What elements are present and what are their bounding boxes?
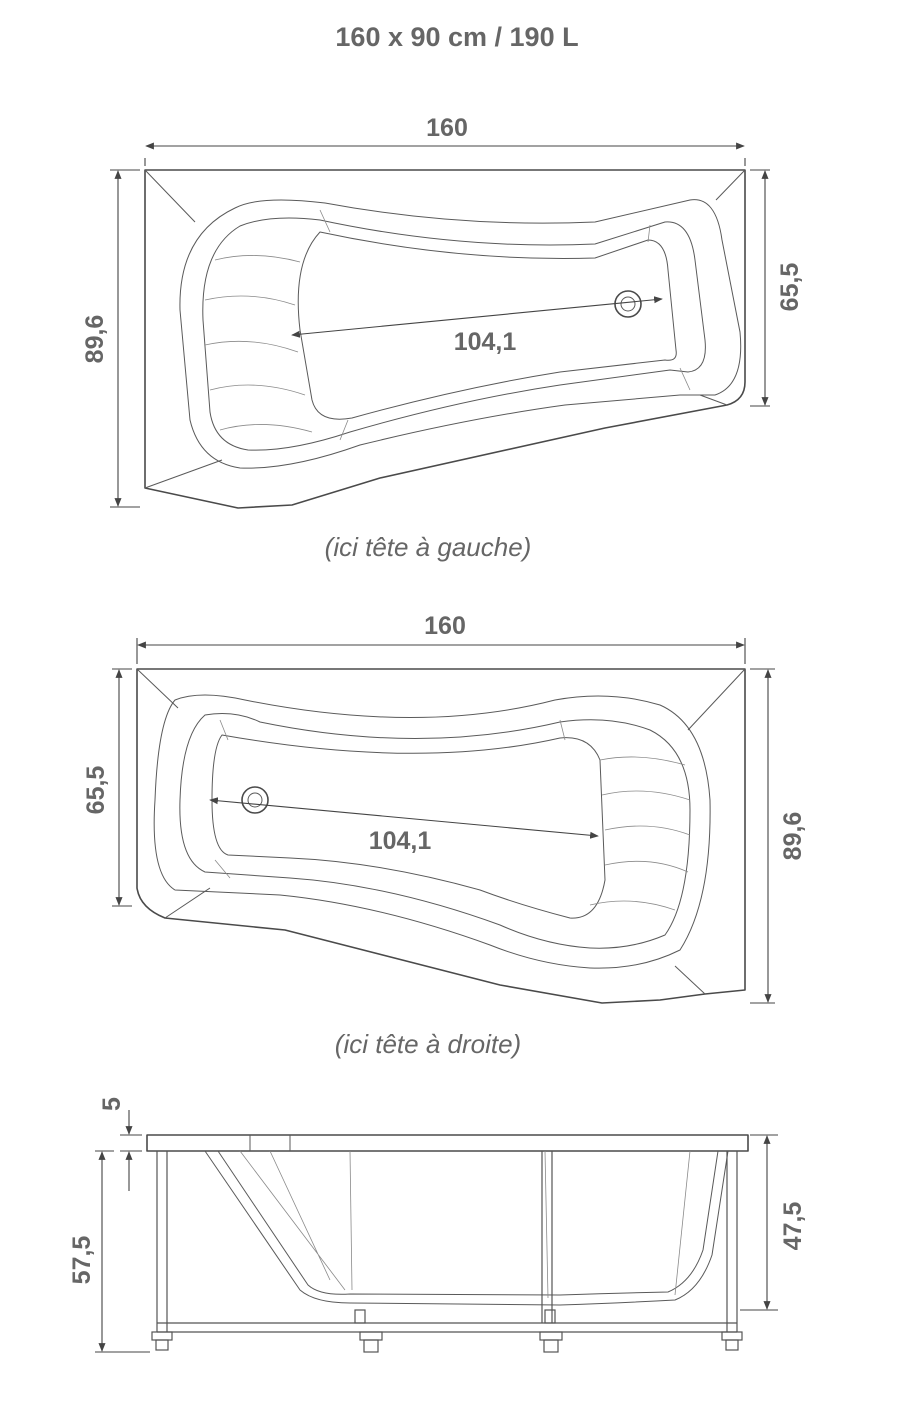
drawing-title: 160 x 90 cm / 190 L bbox=[335, 22, 578, 52]
narrow-depth-dimension-label: 65,5 bbox=[82, 766, 110, 815]
depth-dimension-label: 89,6 bbox=[779, 812, 807, 861]
total-height-label: 57,5 bbox=[68, 1236, 96, 1285]
width-dimension-label: 160 bbox=[426, 114, 468, 142]
top-view-head-left bbox=[144, 169, 746, 509]
top-view-head-right bbox=[136, 668, 746, 1004]
width-dimension-label: 160 bbox=[424, 612, 466, 640]
caption-head-left: (ici tête à gauche) bbox=[325, 532, 532, 562]
narrow-depth-dimension-label: 65,5 bbox=[776, 263, 804, 312]
dimensions-side-view: 5 57,5 47,5 bbox=[68, 1097, 807, 1353]
inner-length-dimension-label: 104,1 bbox=[369, 827, 432, 855]
side-view bbox=[146, 1134, 749, 1353]
rim-thickness-label: 5 bbox=[98, 1097, 126, 1111]
caption-head-right: (ici tête à droite) bbox=[335, 1029, 521, 1059]
tub-depth-label: 47,5 bbox=[779, 1202, 807, 1251]
dimensions-top-view-left: 160 89,6 65,5 104,1 bbox=[81, 114, 804, 508]
inner-length-dimension-label: 104,1 bbox=[454, 328, 517, 356]
frame-feet bbox=[151, 1309, 743, 1353]
depth-dimension-label: 89,6 bbox=[81, 315, 109, 364]
dimensions-top-view-right: 160 65,5 89,6 104,1 bbox=[82, 612, 807, 1004]
